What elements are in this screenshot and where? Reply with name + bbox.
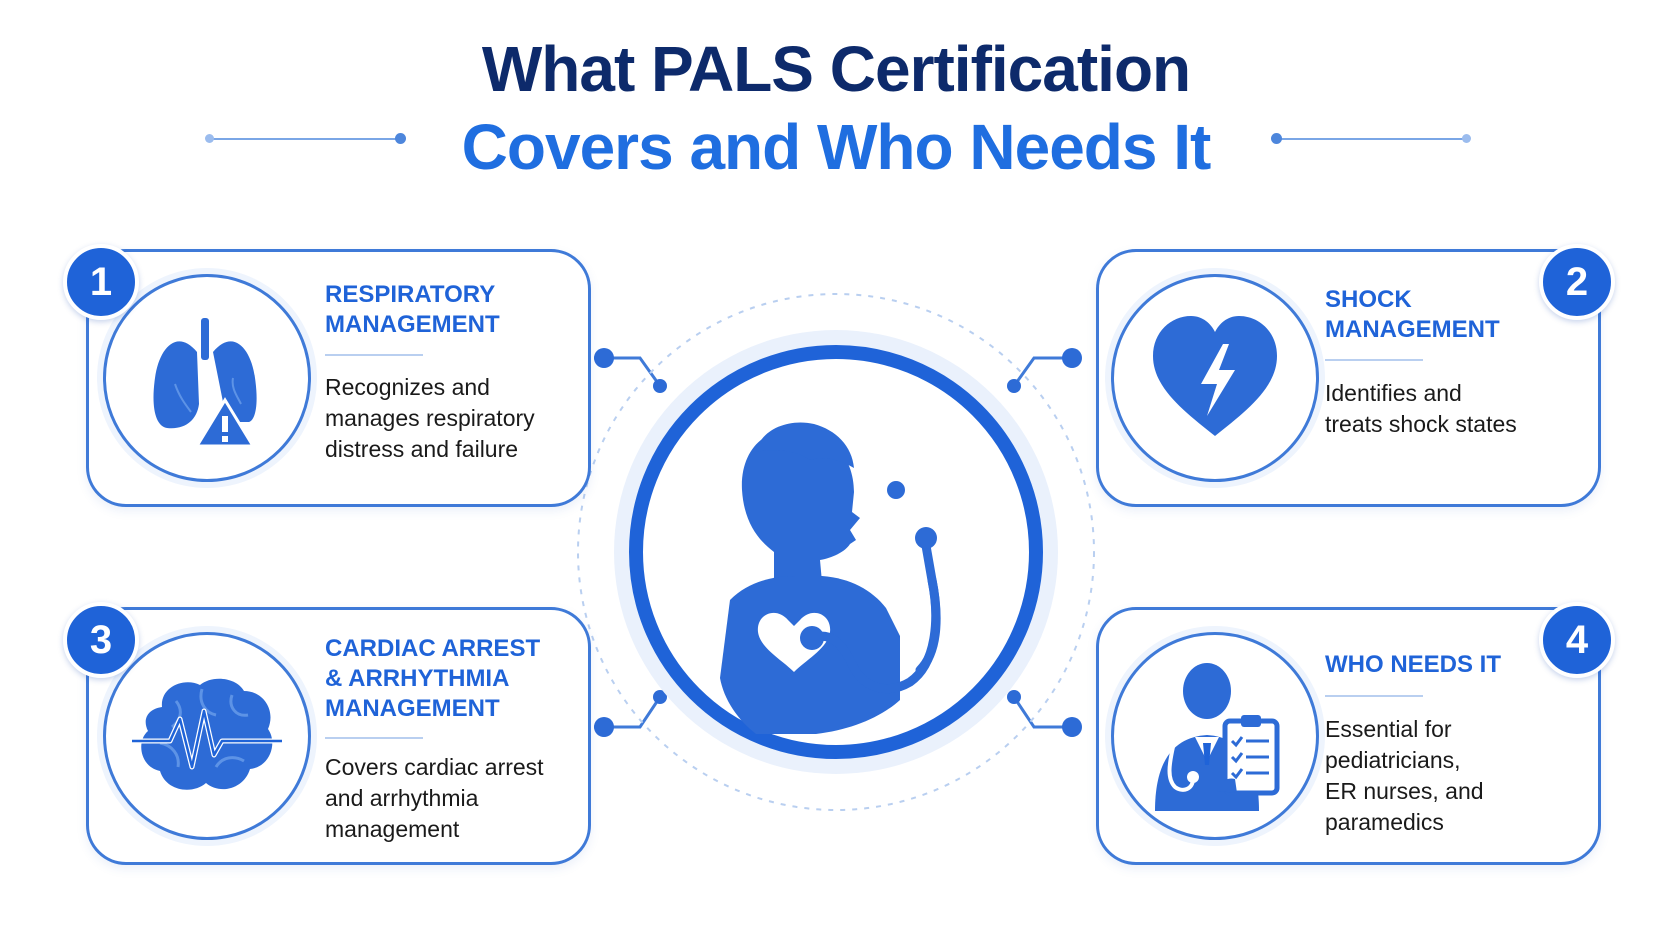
heart-lightning-icon bbox=[1153, 316, 1277, 436]
card-title: RESPIRATORY MANAGEMENT bbox=[325, 281, 500, 338]
title-line-1: What PALS Certification bbox=[481, 33, 1191, 105]
card-respiratory: 1 RESPIRATORY MANAGEMENT Recognizes and … bbox=[63, 244, 591, 507]
connector-dot bbox=[1062, 348, 1082, 368]
card-number-badge: 2 bbox=[1539, 244, 1615, 320]
card-who-needs-it: 4 WHO NEEDS IT Essential for pediatricia… bbox=[1096, 602, 1615, 865]
title-decoration-right-line bbox=[1276, 138, 1466, 140]
title-block: What PALS Certification Covers and Who N… bbox=[0, 30, 1672, 186]
card-number-badge: 4 bbox=[1539, 602, 1615, 678]
brain-heartbeat-icon bbox=[132, 678, 282, 790]
card-title: WHO NEEDS IT bbox=[1325, 651, 1502, 678]
icon-circle bbox=[103, 632, 311, 840]
stethoscope-icon bbox=[807, 535, 941, 694]
center-illustration bbox=[577, 293, 1095, 811]
connector-dot bbox=[1007, 379, 1021, 393]
connector-dot bbox=[594, 348, 614, 368]
title-decoration-left-line bbox=[210, 138, 400, 140]
connector-dot bbox=[1007, 690, 1021, 704]
icon-circle bbox=[1111, 274, 1319, 482]
card-number-badge: 1 bbox=[63, 244, 139, 320]
connector-dot bbox=[1062, 717, 1082, 737]
card-description: Identifies and treats shock states bbox=[1325, 380, 1517, 437]
connector-dot bbox=[653, 379, 667, 393]
title-decoration-left-dot-outer bbox=[205, 134, 214, 143]
card-description: Recognizes and manages respiratory distr… bbox=[325, 374, 535, 462]
card-shock: 2 SHOCK MANAGEMENT Identifies and treats… bbox=[1096, 244, 1615, 507]
card-title: SHOCK MANAGEMENT bbox=[1325, 286, 1500, 343]
connector-dot bbox=[594, 717, 614, 737]
connector-dot bbox=[653, 690, 667, 704]
title-decoration-right-dot-outer bbox=[1462, 134, 1471, 143]
title-line-2: Covers and Who Needs It bbox=[461, 111, 1212, 183]
card-cardiac-arrest: 3 CARDIAC ARREST & ARRHYTHMIA MANAGEMENT… bbox=[63, 602, 591, 865]
card-description: Essential for pediatricians, ER nurses, … bbox=[1325, 716, 1484, 835]
card-number-badge: 3 bbox=[63, 602, 139, 678]
icon-circle bbox=[1111, 632, 1319, 840]
title-decoration-left-dot bbox=[395, 133, 406, 144]
card-divider bbox=[325, 737, 423, 739]
lungs-warning-icon bbox=[153, 318, 257, 448]
card-divider bbox=[1325, 695, 1423, 697]
doctor-clipboard-icon bbox=[1155, 663, 1280, 811]
title-decoration-right-dot bbox=[1271, 133, 1282, 144]
card-divider bbox=[325, 354, 423, 356]
icon-circle bbox=[103, 274, 311, 482]
card-divider bbox=[1325, 359, 1423, 361]
card-title: CARDIAC ARREST & ARRHYTHMIA MANAGEMENT bbox=[325, 635, 541, 722]
card-description: Covers cardiac arrest and arrhythmia man… bbox=[325, 754, 544, 842]
